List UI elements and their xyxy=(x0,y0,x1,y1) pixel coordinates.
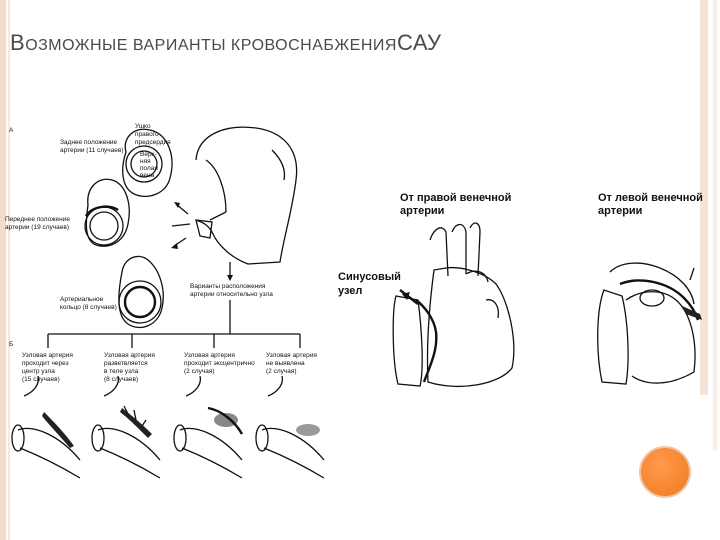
label-variants-2: артерии относительно узла xyxy=(190,291,273,298)
label-b: Б xyxy=(9,341,13,348)
label-posterior-1: Заднее положение xyxy=(60,139,118,146)
label-anterior-2: артерии (19 случаев) xyxy=(5,224,69,231)
figure-left: А Заднее положение артерии (11 случаев) … xyxy=(5,123,325,479)
label-a: А xyxy=(9,127,14,134)
label-from-right-1: От правой венечной xyxy=(400,192,511,204)
label-ring-2: кольцо (8 случаев) xyxy=(60,304,117,311)
label-ring-1: Артериальное xyxy=(60,296,104,303)
label-vena-4: вена xyxy=(140,172,155,179)
panel-1-line-1: Узловая артерия xyxy=(22,352,73,359)
panel-4-line-2: не выявлена xyxy=(266,360,305,367)
anterior-node-drawing xyxy=(84,178,130,247)
panel-4-line-3: (2 случая) xyxy=(266,368,297,375)
frame-decoration-right-inner xyxy=(713,0,717,450)
frame-decoration-left xyxy=(0,0,6,540)
panel-3-line-1: Узловая артерия xyxy=(184,352,235,359)
figure-middle: От правой венечной артерии Синусовый узе… xyxy=(338,192,515,388)
ring-node-drawing xyxy=(118,255,164,329)
label-from-left-2: артерии xyxy=(598,205,642,217)
label-vena-2: няя xyxy=(140,158,151,165)
heart-right-artery-drawing xyxy=(392,222,515,388)
panel-1-line-2: проходит через xyxy=(22,360,69,367)
panel-3-line-3: (2 случая) xyxy=(184,368,215,375)
label-from-right-2: артерии xyxy=(400,205,444,217)
label-atrium-2: правого xyxy=(135,131,159,138)
figure-right: От левой венечной артерии xyxy=(597,192,703,385)
title-first-letter: В xyxy=(10,30,26,55)
panel-1-line-4: (15 случаев) xyxy=(22,376,60,383)
panel-4-line-1: Узловая артерия xyxy=(266,352,317,359)
panel-2-line-1: Узловая артерия xyxy=(104,352,155,359)
vessel-panel-4 xyxy=(255,375,325,479)
panel-2-line-2: разветвляется xyxy=(104,360,148,367)
label-variants-1: Варианты расположения xyxy=(190,283,266,290)
label-vena-3: полая xyxy=(140,165,158,172)
label-atrium-3: предсердия xyxy=(135,139,171,146)
title-tail: САУ xyxy=(396,30,442,55)
vessel-panel-2 xyxy=(91,375,161,479)
decorative-orange-circle xyxy=(639,446,691,498)
vessel-panel-3 xyxy=(173,375,244,479)
panel-2-line-4: (8 случаев) xyxy=(104,376,138,383)
title-main: ОЗМОЖНЫЕ ВАРИАНТЫ КРОВОСНАБЖЕНИЯ xyxy=(25,37,397,54)
label-vena-1: Верх- xyxy=(140,151,157,158)
label-atrium-1: Ушко xyxy=(135,123,151,130)
panel-2-line-3: в теле узла xyxy=(104,368,139,375)
frame-decoration-right xyxy=(700,0,708,395)
heart-left-artery-drawing xyxy=(597,262,702,385)
label-from-left-1: От левой венечной xyxy=(598,192,703,204)
label-sinus-1: Синусовый xyxy=(338,271,401,283)
panel-3-line-2: проходит эксцентрично xyxy=(184,360,255,367)
posterior-node-drawing xyxy=(122,128,173,197)
label-sinus-2: узел xyxy=(338,285,362,297)
label-anterior-1: Переднее положение xyxy=(5,216,70,223)
heart-outline-drawing xyxy=(195,126,298,265)
frame-decoration-left-inner xyxy=(8,0,10,540)
tree-connector xyxy=(47,300,301,348)
arrows xyxy=(171,202,233,281)
panel-1-line-3: центр узла xyxy=(22,368,55,375)
slide-title: ВОЗМОЖНЫЕ ВАРИАНТЫ КРОВОСНАБЖЕНИЯСАУ xyxy=(10,30,442,64)
label-posterior-2: артерии (11 случаев) xyxy=(60,147,124,154)
vessel-panel-1 xyxy=(11,375,81,479)
